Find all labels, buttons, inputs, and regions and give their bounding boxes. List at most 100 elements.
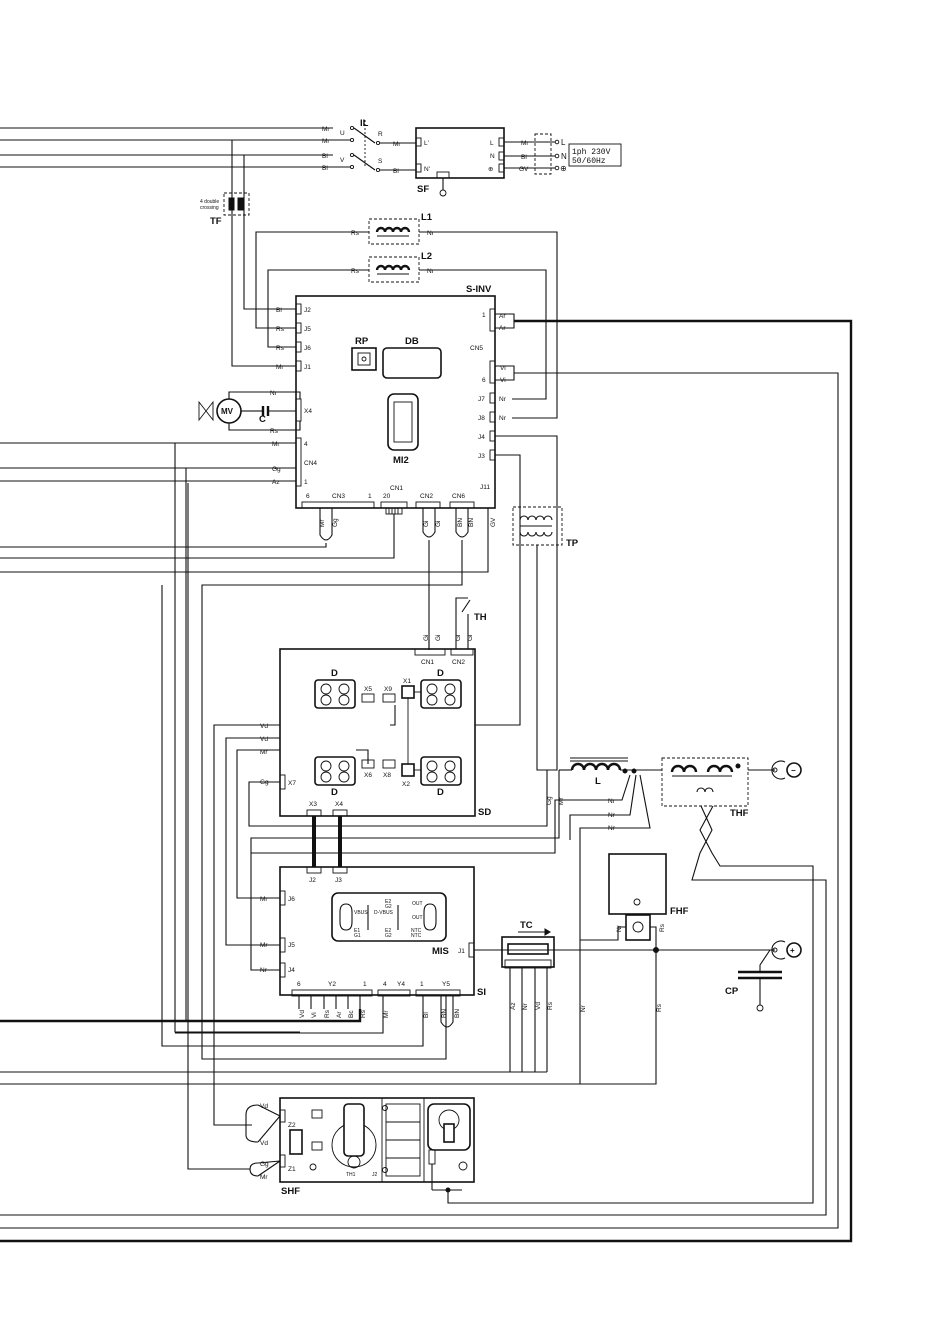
connector-x5: X5 <box>364 686 372 693</box>
wire-label: Vi <box>311 1012 318 1018</box>
wire-label: Az <box>510 1002 517 1010</box>
connector-cn1: CN1 <box>390 485 403 492</box>
wire-label: Mr <box>260 1174 268 1181</box>
mis-pin: E1 <box>354 928 360 934</box>
shf-pin: J2 <box>372 1172 378 1178</box>
wire-label: Az <box>272 479 280 486</box>
wire-label: Bl <box>521 154 527 161</box>
wire-label: Rs <box>351 230 360 237</box>
wire-label: Nr <box>522 1002 529 1010</box>
shf-label: SHF <box>281 1186 300 1197</box>
mis-pin: G2 <box>385 933 392 939</box>
db-label: DB <box>405 336 419 347</box>
th-label: TH <box>474 612 487 623</box>
switch-il-label: IL <box>360 118 369 129</box>
wire-label: Gi <box>423 635 430 642</box>
wire-label: Gi <box>435 635 442 642</box>
wire-label: Mr <box>260 749 268 756</box>
wire-label: Vd <box>260 1140 268 1147</box>
mis-pin: OUT <box>412 915 423 921</box>
switch-terminal-v: V <box>340 157 345 164</box>
connector-x1: X1 <box>403 678 411 685</box>
l2-label: L2 <box>421 251 432 262</box>
wire-label: Nr <box>427 230 435 237</box>
diode-group-top-left: D <box>314 668 356 709</box>
wire-label: Nr <box>260 967 268 974</box>
wire-label: Bl <box>322 153 328 160</box>
connector-y5: Y5 <box>442 981 450 988</box>
supply-terminal-n: N <box>561 152 567 161</box>
wire-label: Mr <box>322 138 330 145</box>
mis-pin: NTC <box>411 933 422 939</box>
mv-valve: MV C Nr Rs <box>198 390 301 435</box>
connector-cn2: CN2 <box>420 493 433 500</box>
tc-sensor: TC <box>501 920 555 969</box>
connector-j11: J11 <box>480 484 490 491</box>
connector-x4: X4 <box>304 408 312 415</box>
wire-label: Mr <box>260 942 268 949</box>
mis-module: VBUS D-VBUS E2 G2 OUT OUT E2 G2 NTC NTC … <box>331 892 449 957</box>
wire-label: Bc <box>348 1010 355 1018</box>
wire-label: Rs <box>656 1003 663 1012</box>
connector-z1: Z1 <box>288 1166 296 1173</box>
pin-number: 6 <box>482 377 486 384</box>
cp-label: CP <box>725 986 739 997</box>
wire-label: Nr <box>580 1004 587 1012</box>
connector-x8: X8 <box>383 772 391 779</box>
wire-label: Nr <box>427 268 435 275</box>
diode-group-bottom-right: D <box>420 756 462 798</box>
wire-label: Rs <box>659 923 666 932</box>
rp-relay <box>351 347 377 371</box>
supply-voltage: 1ph 230V <box>572 148 611 157</box>
sf-terminal-n: N <box>490 153 495 160</box>
connector-j4: J4 <box>478 434 485 441</box>
db-bridge <box>382 347 442 379</box>
l-choke: L <box>570 757 628 787</box>
diode-label: D <box>331 668 338 679</box>
connector-j3: J3 <box>478 453 485 460</box>
sf-terminal-l-in: L' <box>424 140 429 147</box>
pin-number: 1 <box>482 312 486 319</box>
wire-label: Mr <box>322 126 330 133</box>
wire-label: Bl <box>276 307 282 314</box>
wire-label: Gg <box>546 796 553 805</box>
s-inv-board: S-INV J2 J5 J6 J1 X4 4 CN4 1 1 CN5 6 J7 … <box>295 284 496 515</box>
tf-ferrite: 4 double crossing TF <box>200 192 250 227</box>
wire-label: Mr <box>558 797 565 805</box>
wire-label: BN <box>441 1009 448 1018</box>
wire-label: Ar <box>336 1011 343 1018</box>
mis-pin: OUT <box>412 901 423 907</box>
wire-label: Bl <box>322 165 328 172</box>
wire-label: Mr <box>319 519 326 527</box>
wire-label: Gi <box>423 521 430 528</box>
thf-filter: THF <box>661 757 749 819</box>
wire-label: Gi <box>435 521 442 528</box>
wire-label: Ar <box>499 313 506 320</box>
wire-label: BN <box>468 518 475 527</box>
diode-group-top-right: D <box>420 668 462 709</box>
wire-label: Rs <box>270 428 279 435</box>
thf-label: THF <box>730 808 749 819</box>
wire-label: Vd <box>260 736 268 743</box>
connector-j8: J8 <box>478 415 485 422</box>
connector-x2: X2 <box>402 781 410 788</box>
wire-label: Gg <box>272 466 281 473</box>
minus-terminal <box>786 762 802 778</box>
connector-j7: J7 <box>478 396 485 403</box>
switch-terminal-s: S <box>378 158 383 165</box>
connector-x3: X3 <box>309 801 317 808</box>
supply-frequency: 50/60Hz <box>572 157 606 166</box>
wire-label: Rs <box>324 1009 331 1018</box>
mv-label: MV <box>221 407 234 416</box>
connector-j2: J2 <box>304 307 311 314</box>
diode-group-bottom-left: D <box>314 756 356 798</box>
wire-label: Gi <box>467 635 474 642</box>
wire-label: Nr <box>499 415 507 422</box>
pin-number: 4 <box>383 981 387 988</box>
wire-label: Vd <box>535 1002 542 1010</box>
connector-z2: Z2 <box>288 1122 296 1129</box>
mi2-module <box>387 393 419 451</box>
l1-label: L1 <box>421 212 433 223</box>
sf-terminal-ground: ⊕ <box>488 166 493 173</box>
